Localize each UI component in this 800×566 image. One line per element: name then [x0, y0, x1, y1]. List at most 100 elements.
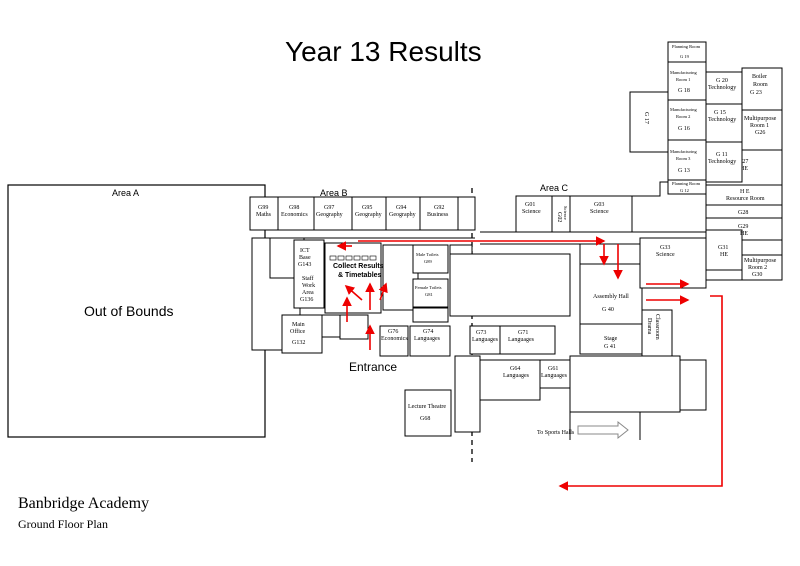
- room-mp1-3: G26: [755, 130, 765, 136]
- room-g76-name: Economics: [381, 336, 408, 342]
- room-boiler-1: Boiler: [752, 74, 767, 80]
- room-g28: G28: [738, 210, 748, 216]
- area-b-top-row: [249, 196, 476, 231]
- room-g94: G94: [396, 205, 406, 211]
- room-g31: G31: [718, 245, 728, 251]
- area-a-block: [7, 184, 266, 438]
- room-g92-name: Business: [427, 212, 449, 218]
- room-drama-2: Classroom: [654, 314, 660, 340]
- room-g74: G74: [423, 329, 433, 335]
- room-staff-3: Area: [302, 290, 314, 296]
- room-lecture-1: Lecture Theatre: [408, 404, 446, 410]
- room-ict-3: G143: [298, 262, 311, 268]
- room-g33: G33: [660, 245, 670, 251]
- room-g11-1: G 11: [716, 152, 728, 158]
- room-g73-name: Languages: [472, 337, 499, 343]
- room-g73: G73: [476, 330, 486, 336]
- arrow-collect-diag: [378, 282, 388, 301]
- entrance-label: Entrance: [349, 360, 397, 374]
- collect-label-1: Collect Results: [333, 263, 384, 270]
- room-manu1-3: G 18: [678, 88, 690, 94]
- page-title: Year 13 Results: [285, 36, 482, 67]
- room-ict-2: Base: [299, 255, 311, 261]
- room-mp1-1: Multipurpose: [744, 116, 777, 122]
- room-g02: G02: [556, 212, 562, 222]
- area-b-main: [251, 237, 475, 357]
- link-walls: [569, 181, 707, 440]
- room-staff-1: Staff: [302, 275, 314, 282]
- room-g89: G89: [424, 259, 432, 264]
- room-g29-name: HE: [740, 231, 748, 237]
- room-assembly-2: G 40: [602, 307, 614, 313]
- room-manu3-3: G 13: [678, 168, 690, 174]
- room-mp2-1: Multipurpose: [744, 258, 777, 264]
- room-g61-name: Languages: [541, 373, 568, 379]
- room-manu3-1: Manufacturing: [670, 149, 697, 154]
- room-office-3: G132: [292, 340, 305, 346]
- room-stage-1: Stage: [604, 336, 618, 342]
- room-office-2: Office: [290, 328, 306, 335]
- route-arrows: [336, 236, 723, 491]
- sports-halls-arrow: [577, 420, 629, 440]
- room-mp2-2: Room 2: [748, 265, 767, 271]
- room-staff-2: Work: [302, 283, 315, 289]
- collect-label-2: & Timetables: [338, 272, 382, 279]
- room-g15-1: G 15: [714, 110, 726, 116]
- area-c-top-row: [480, 195, 648, 245]
- room-g01: G01: [525, 202, 535, 208]
- room-g27-name: HE: [740, 166, 748, 172]
- room-he-res-2: Resource Room: [726, 196, 765, 202]
- room-he-res-1: H E: [740, 189, 750, 195]
- school-name: Banbridge Academy: [18, 495, 150, 512]
- room-female-toilets: Female Toilets: [415, 285, 442, 290]
- room-manu2-3: G 16: [678, 126, 690, 132]
- assembly-block: [569, 237, 707, 413]
- room-boiler-2: Room: [753, 82, 768, 88]
- room-staff-4: G136: [300, 297, 313, 303]
- room-mp1-2: Room 1: [750, 123, 769, 129]
- room-mp2-3: G30: [752, 272, 762, 278]
- room-g95: G95: [362, 205, 372, 211]
- room-manu1-2: Room 1: [676, 77, 690, 82]
- room-boiler-3: G 23: [750, 90, 762, 96]
- room-g03-name: Science: [590, 209, 609, 215]
- room-g64-name: Languages: [503, 373, 530, 379]
- room-g17: G 17: [643, 112, 649, 124]
- technology-wing: [629, 41, 783, 195]
- he-wing: [705, 149, 783, 281]
- room-g97-name: Geography: [316, 212, 343, 218]
- room-manu3-2: Room 3: [676, 156, 691, 161]
- room-g19: G 19: [680, 54, 690, 59]
- room-g27: G27: [738, 159, 748, 165]
- room-g33-name: Science: [656, 252, 675, 258]
- room-g94-name: Geography: [389, 212, 416, 218]
- room-planning-top: Planning Room: [672, 44, 701, 49]
- middle-block: [449, 253, 571, 433]
- room-g02-name: Science: [563, 206, 568, 220]
- out-of-bounds-label: Out of Bounds: [84, 303, 174, 319]
- arrow-exit-route: [558, 295, 723, 491]
- room-male-toilets: Male Toilets: [416, 252, 439, 257]
- lecture-theatre: [404, 389, 452, 437]
- sports-halls-label: To Sports Halls: [537, 430, 575, 436]
- room-g92: G92: [434, 205, 444, 211]
- room-g81: G81: [425, 292, 433, 297]
- room-office-1: Main: [292, 322, 305, 328]
- room-g97: G97: [324, 205, 334, 211]
- room-g11-2: Technology: [708, 159, 736, 165]
- room-manu2-1: Manufacturing: [670, 107, 697, 112]
- room-g31-name: HE: [720, 252, 728, 258]
- plan-subtitle: Ground Floor Plan: [18, 517, 108, 531]
- room-g15-2: Technology: [708, 117, 736, 123]
- room-g99: G99: [258, 205, 268, 211]
- room-g61: G61: [548, 366, 558, 372]
- room-g99-name: Maths: [256, 212, 272, 218]
- room-manu2-2: Room 2: [676, 114, 690, 119]
- room-g71-name: Languages: [508, 337, 535, 343]
- room-g98: G98: [289, 205, 299, 211]
- room-g01-name: Science: [522, 209, 541, 215]
- room-drama-1: Drama: [646, 318, 652, 335]
- area-b-label: Area B: [320, 188, 348, 198]
- room-g76: G76: [388, 329, 398, 335]
